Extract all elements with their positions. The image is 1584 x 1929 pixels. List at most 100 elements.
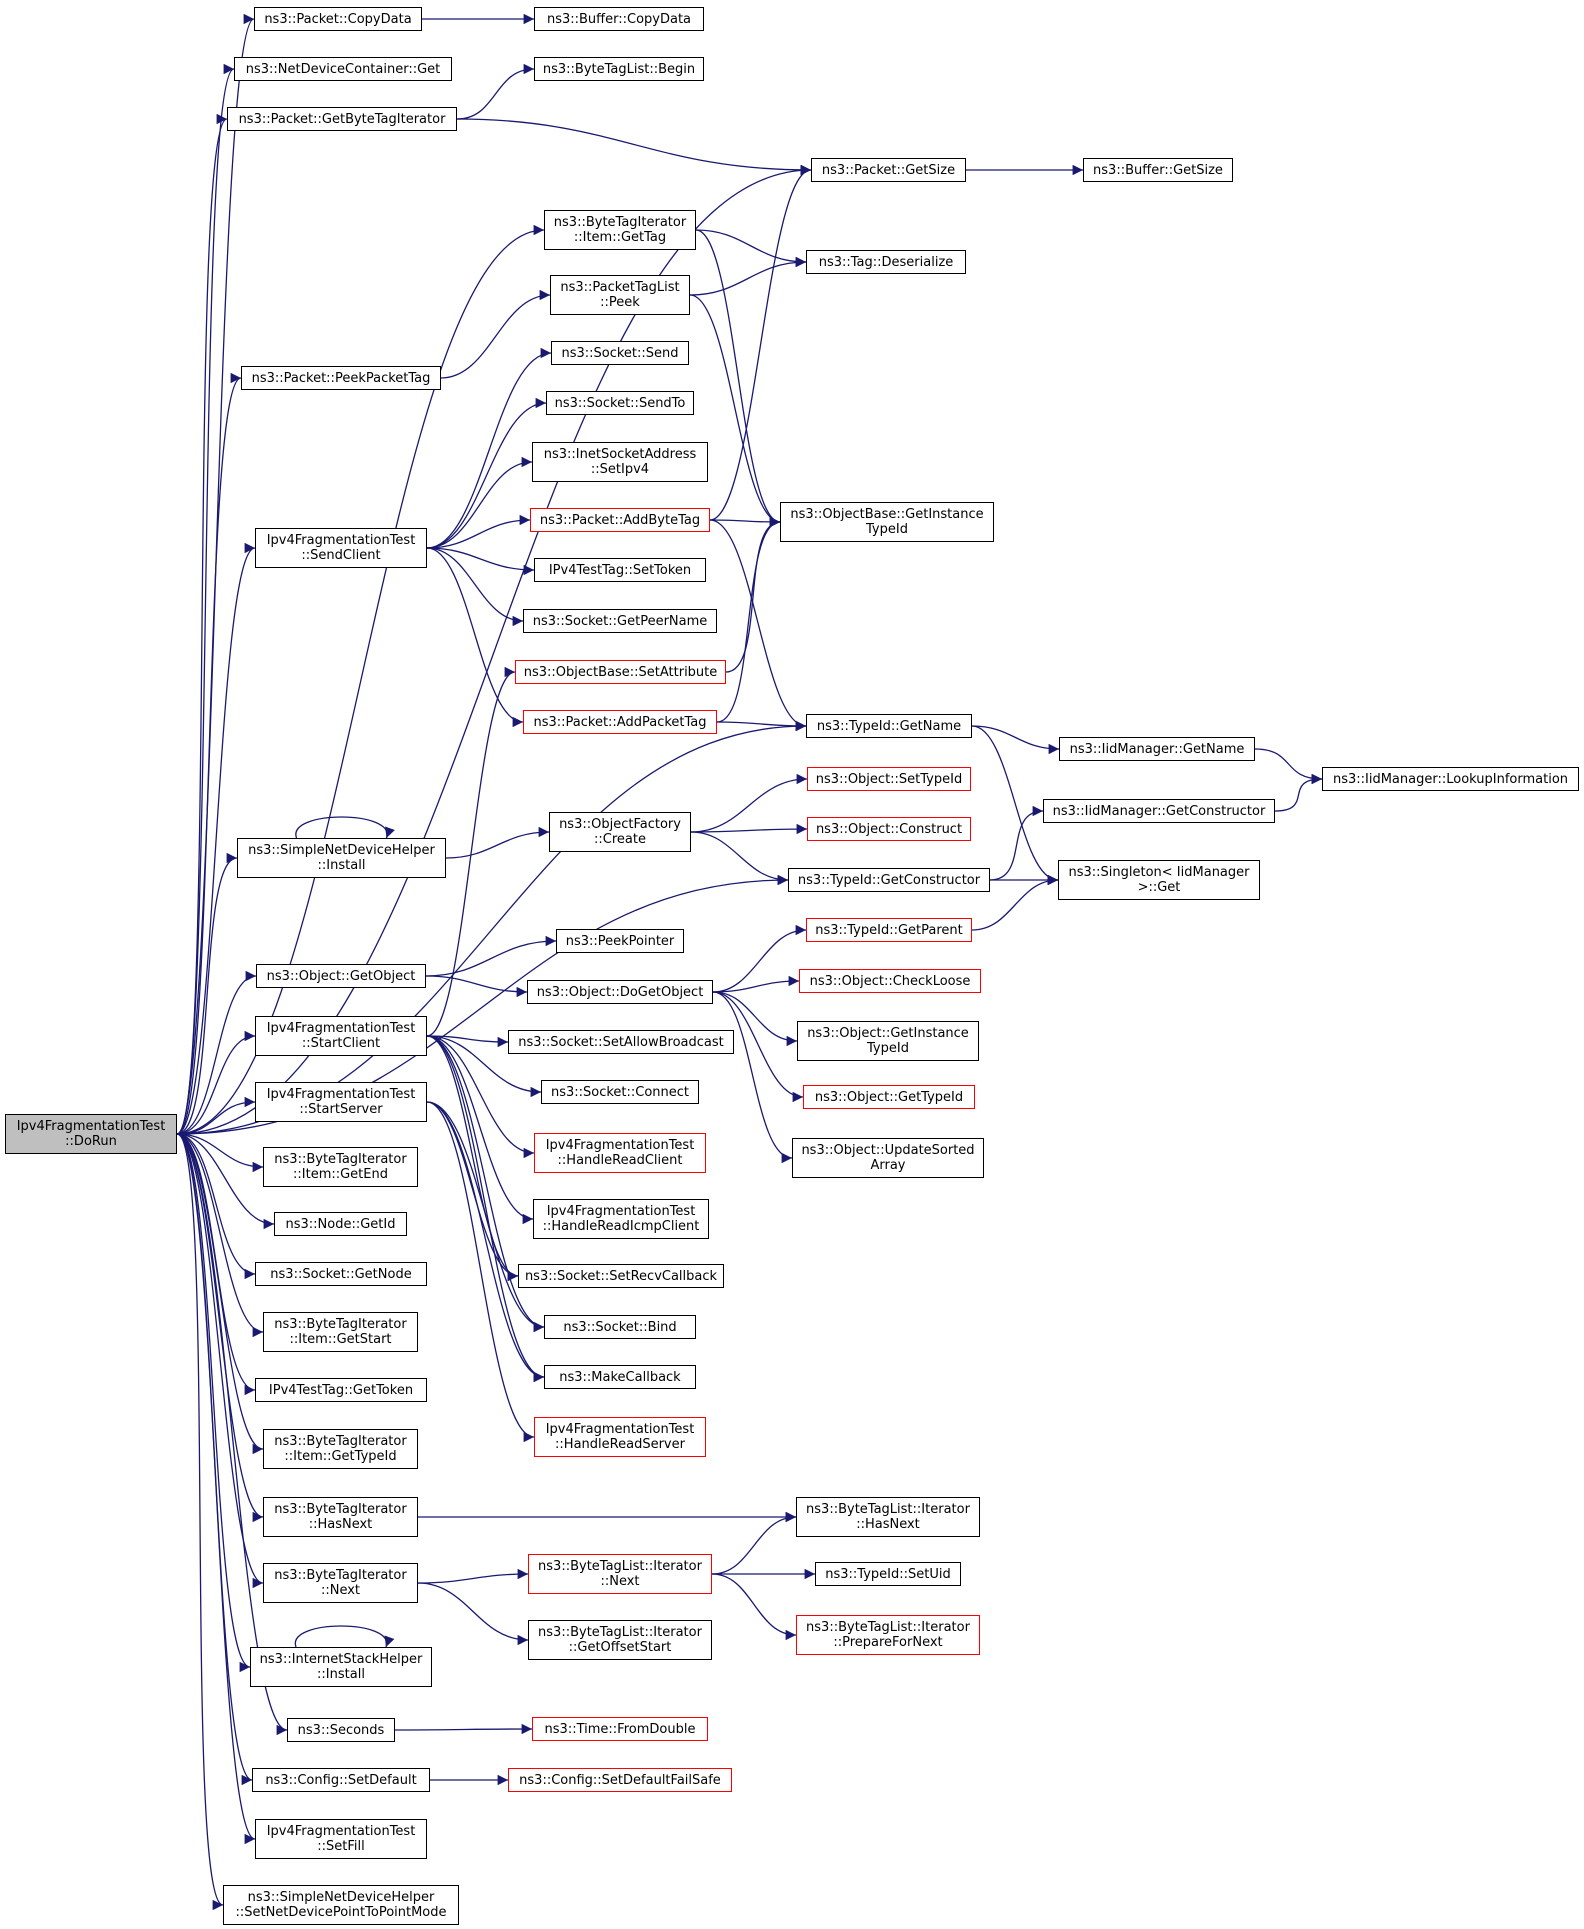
node-handlereadclient[interactable]: Ipv4FragmentationTest ::HandleReadClient (534, 1133, 706, 1173)
node-objectbase-setattribute[interactable]: ns3::ObjectBase::SetAttribute (515, 660, 726, 684)
edge-objectfactory-create-to-object-settypeid (690, 773, 808, 833)
edge-startserver-to-makecallback (426, 1101, 545, 1383)
node-item-getend[interactable]: ns3::ByteTagIterator ::Item::GetEnd (263, 1147, 418, 1187)
edge-bti-next-to-btl-iterator-getoffsetstart (417, 1582, 529, 1646)
node-setfill[interactable]: Ipv4FragmentationTest ::SetFill (255, 1819, 427, 1859)
edge-packet-addbytetag-to-typeid-getname (709, 519, 807, 732)
node-socket-send[interactable]: ns3::Socket::Send (551, 341, 689, 365)
edge-btl-iterator-next-to-btl-iterator-preparefornext (711, 1573, 797, 1641)
node-netdevcontainer-get[interactable]: ns3::NetDeviceContainer::Get (234, 57, 452, 81)
edge-packettaglist-peek-to-tag-deserialize (689, 256, 807, 296)
node-objectfactory-create[interactable]: ns3::ObjectFactory ::Create (549, 812, 691, 852)
node-makecallback[interactable]: ns3::MakeCallback (544, 1365, 696, 1389)
node-btl-iterator-hasnext[interactable]: ns3::ByteTagList::Iterator ::HasNext (796, 1497, 980, 1537)
node-object-settypeid[interactable]: ns3::Object::SetTypeId (807, 767, 971, 791)
edge-sendclient-to-socket-send (426, 347, 552, 549)
edge-root-to-packet-peekpackettag (176, 372, 242, 1135)
node-btl-iterator-getoffsetstart[interactable]: ns3::ByteTagList::Iterator ::GetOffsetSt… (528, 1620, 712, 1660)
node-object-checkloose[interactable]: ns3::Object::CheckLoose (799, 969, 981, 993)
edge-startclient-to-socket-connect (426, 1035, 542, 1098)
node-packet-getbytetagiterator[interactable]: ns3::Packet::GetByteTagIterator (227, 107, 457, 131)
node-object-dogetobject[interactable]: ns3::Object::DoGetObject (527, 980, 713, 1004)
node-iidmanager-lookupinformation[interactable]: ns3::IidManager::LookupInformation (1322, 767, 1579, 791)
node-iidmanager-getname[interactable]: ns3::IidManager::GetName (1059, 737, 1255, 761)
node-packet-getsize[interactable]: ns3::Packet::GetSize (811, 158, 966, 182)
edge-startserver-to-handlereadserver (426, 1101, 535, 1443)
node-time-fromdouble[interactable]: ns3::Time::FromDouble (532, 1717, 708, 1741)
node-setnetdeviceptp[interactable]: ns3::SimpleNetDeviceHelper ::SetNetDevic… (223, 1885, 459, 1925)
edge-packet-addbytetag-to-packet-getsize (709, 164, 812, 521)
node-socket-bind[interactable]: ns3::Socket::Bind (544, 1315, 696, 1339)
edge-sendclient-to-ipv4testtag-settoken (426, 547, 535, 576)
node-bti-next[interactable]: ns3::ByteTagIterator ::Next (263, 1563, 418, 1603)
edge-sendclient-to-inetsocketaddress-setipv4 (426, 456, 533, 549)
node-startserver[interactable]: Ipv4FragmentationTest ::StartServer (255, 1082, 427, 1122)
node-object-construct[interactable]: ns3::Object::Construct (807, 817, 971, 841)
node-inetsocketaddress-setipv4[interactable]: ns3::InetSocketAddress ::SetIpv4 (532, 442, 708, 482)
edge-root-to-internetstackhelper-install (176, 1133, 251, 1673)
node-btl-iterator-preparefornext[interactable]: ns3::ByteTagList::Iterator ::PrepareForN… (796, 1615, 980, 1655)
node-peekpointer[interactable]: ns3::PeekPointer (556, 929, 684, 953)
node-typeid-getparent[interactable]: ns3::TypeId::GetParent (806, 918, 972, 942)
node-packettaglist-peek[interactable]: ns3::PacketTagList ::Peek (550, 275, 690, 315)
node-socket-setallowbroadcast[interactable]: ns3::Socket::SetAllowBroadcast (508, 1030, 734, 1054)
node-ipv4testtag-settoken[interactable]: IPv4TestTag::SetToken (534, 558, 706, 582)
edge-root-to-item-gettypeid (176, 1133, 264, 1455)
edge-btl-iterator-next-to-btl-iterator-hasnext (711, 1511, 797, 1575)
edge-root-to-object-getobject (176, 970, 257, 1135)
node-packet-addbytetag[interactable]: ns3::Packet::AddByteTag (530, 508, 710, 532)
edge-iidmanager-getname-to-iidmanager-lookupinformation (1254, 748, 1323, 785)
node-bytetaglist-begin[interactable]: ns3::ByteTagList::Begin (534, 57, 704, 81)
edge-startclient-to-makecallback (426, 1035, 545, 1383)
node-simplenetdevicehelper-install[interactable]: ns3::SimpleNetDeviceHelper ::Install (237, 838, 446, 878)
node-objectbase-getinstancetypeid[interactable]: ns3::ObjectBase::GetInstance TypeId (780, 502, 994, 542)
edge-object-dogetobject-to-typeid-getparent (712, 924, 807, 993)
node-item-getstart[interactable]: ns3::ByteTagIterator ::Item::GetStart (263, 1312, 418, 1352)
edge-internetstackhelper-install-to-internetstackhelper-install (294, 1625, 395, 1648)
node-packet-copydata[interactable]: ns3::Packet::CopyData (254, 7, 422, 31)
node-bti-hasnext[interactable]: ns3::ByteTagIterator ::HasNext (263, 1497, 418, 1537)
node-iidmanager-getconstructor[interactable]: ns3::IidManager::GetConstructor (1043, 799, 1275, 823)
node-buffer-copydata[interactable]: ns3::Buffer::CopyData (534, 7, 704, 31)
node-handlereadserver[interactable]: Ipv4FragmentationTest ::HandleReadServer (534, 1417, 706, 1457)
node-typeid-setuid[interactable]: ns3::TypeId::SetUid (815, 1562, 961, 1586)
node-config-setdefault[interactable]: ns3::Config::SetDefault (252, 1768, 430, 1792)
node-socket-sendto[interactable]: ns3::Socket::SendTo (546, 391, 694, 415)
edge-objectfactory-create-to-object-construct (690, 823, 808, 835)
node-object-gettypeid[interactable]: ns3::Object::GetTypeId (803, 1085, 975, 1109)
node-root[interactable]: Ipv4FragmentationTest ::DoRun (5, 1114, 177, 1154)
node-packet-addpackettag[interactable]: ns3::Packet::AddPacketTag (523, 710, 717, 734)
edge-simplenetdevicehelper-install-to-simplenetdevicehelper-install (295, 816, 395, 839)
node-seconds[interactable]: ns3::Seconds (287, 1718, 395, 1742)
node-socket-setrecvcallback[interactable]: ns3::Socket::SetRecvCallback (518, 1264, 724, 1288)
node-object-getobject[interactable]: ns3::Object::GetObject (256, 964, 426, 988)
node-typeid-getconstructor[interactable]: ns3::TypeId::GetConstructor (788, 868, 990, 892)
node-packet-peekpackettag[interactable]: ns3::Packet::PeekPacketTag (241, 366, 441, 390)
node-ipv4testtag-gettoken[interactable]: IPv4TestTag::GetToken (255, 1378, 427, 1402)
node-singleton-iidmanager-get[interactable]: ns3::Singleton< IidManager >::Get (1058, 860, 1260, 900)
node-internetstackhelper-install[interactable]: ns3::InternetStackHelper ::Install (250, 1647, 432, 1687)
node-item-gettypeid[interactable]: ns3::ByteTagIterator ::Item::GetTypeId (263, 1429, 418, 1469)
node-startclient[interactable]: Ipv4FragmentationTest ::StartClient (255, 1016, 427, 1056)
node-socket-getnode[interactable]: ns3::Socket::GetNode (255, 1262, 427, 1286)
node-sendclient[interactable]: Ipv4FragmentationTest ::SendClient (255, 528, 427, 568)
node-handlereadicmpclient[interactable]: Ipv4FragmentationTest ::HandleReadIcmpCl… (533, 1199, 709, 1239)
node-socket-connect[interactable]: ns3::Socket::Connect (541, 1080, 699, 1104)
node-object-updatesortedarray[interactable]: ns3::Object::UpdateSorted Array (792, 1138, 984, 1178)
node-object-getinstancetypeid[interactable]: ns3::Object::GetInstance TypeId (797, 1021, 979, 1061)
node-config-setdefaultfailsafe[interactable]: ns3::Config::SetDefaultFailSafe (508, 1768, 732, 1792)
node-node-getid[interactable]: ns3::Node::GetId (274, 1212, 407, 1236)
node-btl-iterator-next[interactable]: ns3::ByteTagList::Iterator ::Next (528, 1554, 712, 1594)
edge-root-to-simplenetdevicehelper-install (176, 852, 238, 1135)
node-tag-deserialize[interactable]: ns3::Tag::Deserialize (806, 250, 966, 274)
edge-startclient-to-handlereadicmpclient (426, 1035, 534, 1225)
edge-startclient-to-socket-setallowbroadcast (426, 1035, 509, 1048)
edge-startclient-to-handlereadclient (426, 1035, 535, 1159)
node-socket-getpeername[interactable]: ns3::Socket::GetPeerName (523, 609, 717, 633)
node-buffer-getsize[interactable]: ns3::Buffer::GetSize (1083, 158, 1233, 182)
node-item-gettag[interactable]: ns3::ByteTagIterator ::Item::GetTag (544, 210, 696, 250)
edge-root-to-bti-hasnext (176, 1133, 264, 1523)
node-typeid-getname[interactable]: ns3::TypeId::GetName (806, 714, 972, 738)
edge-root-to-packet-getbytetagiterator (176, 114, 228, 1135)
